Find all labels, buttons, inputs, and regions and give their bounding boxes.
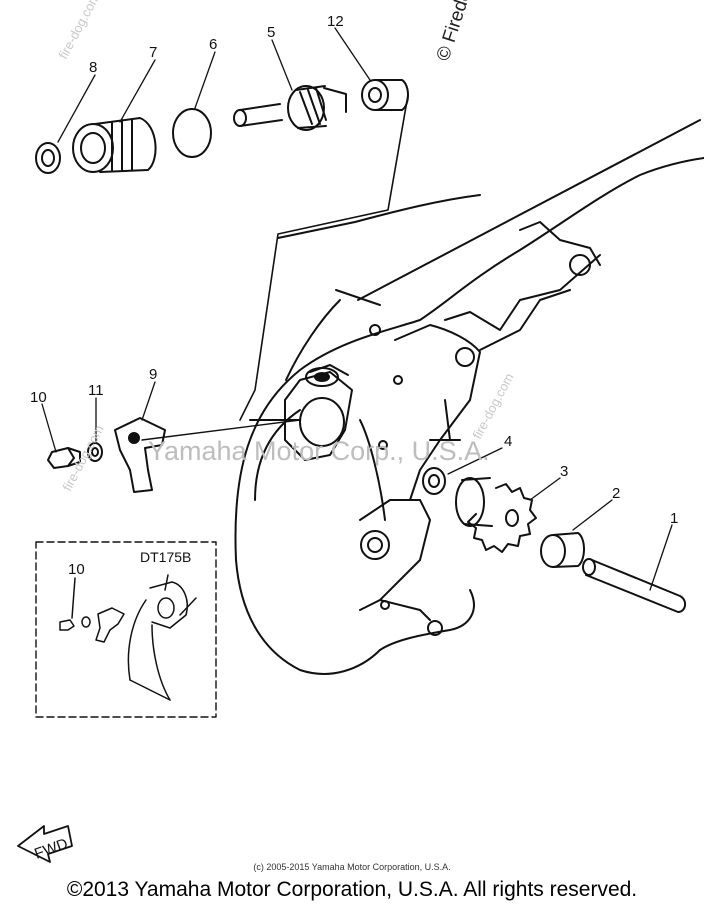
part-7-gear-housing [72,117,157,173]
callout-1: 1 [670,510,678,527]
callout-7: 7 [149,44,157,61]
part-4-washer [422,467,446,495]
part-12-bush [361,79,409,111]
part-3-drive-gear [455,477,537,553]
part-6-o-ring [172,108,212,158]
watermark-small-right: fire-dog.com [469,371,516,442]
callout-4: 4 [504,433,512,450]
callout-2: 2 [612,485,620,502]
part-5-gear-shaft [233,85,347,131]
small-copyright: (c) 2005-2015 Yamaha Motor Corporation, … [253,862,451,872]
assembly-leader-line [239,94,409,421]
callout-9: 9 [149,366,157,383]
callout-12: 12 [327,13,344,30]
part-8-seal [35,142,61,174]
callout-leaders [41,27,673,591]
inset-box [35,541,217,718]
watermark-small-top: fire-dog.com [55,0,102,61]
crankcase-housing [234,119,704,675]
part-9-plate [114,417,166,493]
callout-8: 8 [89,59,97,76]
callout-10-inset: 10 [68,561,85,578]
part-2-collar [540,532,585,568]
callout-5: 5 [267,24,275,41]
fwd-label: FWD [32,835,70,863]
watermark-center: Yamaha Motor Corp., U.S.A. [148,436,490,466]
watermark-side: © Firedog [433,0,479,64]
inset-model-label: DT175B [140,549,191,565]
inset-parts [59,574,197,701]
fwd-arrow-icon [17,825,73,863]
callout-6: 6 [209,36,217,53]
callout-11: 11 [88,382,104,399]
copyright-notice: ©2013 Yamaha Motor Corporation, U.S.A. A… [66,878,638,901]
callout-3: 3 [560,463,568,480]
inset-leader-line [141,419,301,441]
part-11-washer [87,442,103,462]
part-1-pin [582,558,686,613]
part-10-bolt [47,447,81,469]
callout-10: 10 [30,389,47,406]
